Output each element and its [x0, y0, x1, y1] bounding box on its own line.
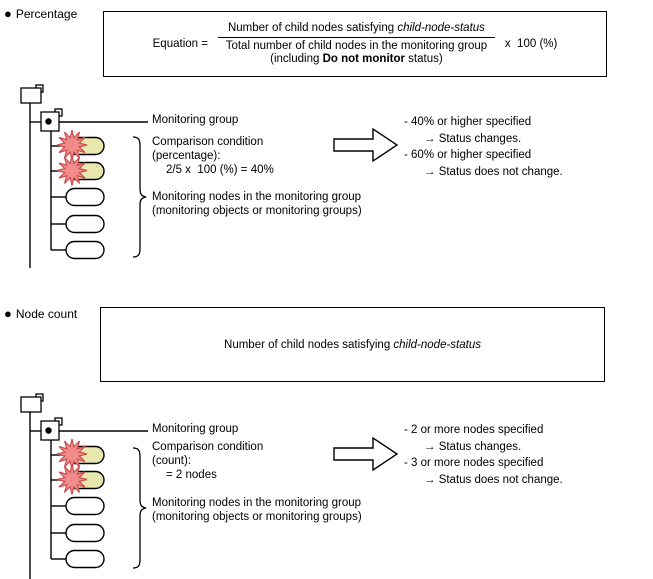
node-count-equation-text: Number of child nodes satisfying child-n…	[224, 339, 481, 351]
status-change-starburst-icon	[56, 154, 88, 187]
monitoring-nodes-line1: Monitoring nodes in the monitoring group	[152, 191, 362, 203]
block-arrow-icon	[333, 127, 399, 163]
comparison-condition-line3: = 2 nodes	[166, 469, 217, 481]
section-title-text: Percentage	[15, 7, 78, 21]
monitoring-group-icon	[40, 108, 63, 132]
denominator-pre: (including	[270, 53, 323, 65]
numerator-variable: child-node-status	[397, 21, 485, 34]
block-arrow-icon	[333, 436, 399, 472]
monitoring-nodes-line2: (monitoring objects or monitoring groups…	[152, 511, 362, 523]
denominator-bold: Do not monitor	[322, 53, 405, 65]
bullet-icon: ●	[4, 6, 12, 21]
denominator-line1: Total number of child nodes in the monit…	[225, 39, 488, 52]
root-node-icon	[20, 393, 44, 413]
fraction-numerator: Number of child nodes satisfying child-n…	[217, 21, 495, 38]
brace	[132, 136, 147, 258]
comparison-condition-line2: (percentage):	[152, 150, 221, 162]
node-count-results: - 2 or more nodes specified → Status cha…	[404, 422, 563, 488]
percentage-section-title: ●Percentage	[4, 6, 77, 21]
comparison-condition-label: Comparison condition (percentage): 2/5 x…	[152, 135, 274, 177]
result-case1: - 2 or more nodes specified	[404, 424, 544, 436]
node-count-section-title: ●Node count	[4, 306, 77, 321]
denominator-post: status)	[404, 53, 443, 65]
result-case2: - 3 or more nodes specified	[404, 457, 544, 469]
child-node-pill	[65, 240, 105, 260]
result-case2: - 60% or higher specified	[404, 149, 532, 161]
bullet-icon: ●	[4, 306, 12, 321]
equation-text: Number of child nodes satisfying	[224, 338, 394, 351]
monitoring-nodes-label: Monitoring nodes in the monitoring group…	[152, 190, 362, 218]
child-node-pill	[65, 549, 105, 569]
percentage-tree-diagram	[20, 84, 148, 268]
monitoring-group-icon	[40, 417, 63, 441]
percentage-equation-box: Equation = Number of child nodes satisfy…	[103, 11, 607, 77]
percentage-results: - 40% or higher specified → Status chang…	[404, 114, 563, 180]
result-case1: - 40% or higher specified	[404, 116, 532, 128]
tree-connector-lines	[29, 103, 148, 268]
equation-multiplier: x 100 (%)	[504, 38, 558, 50]
numerator-text: Number of child nodes satisfying	[227, 21, 398, 34]
equation-label: Equation =	[152, 38, 208, 50]
result-case1-outcome: → Status changes.	[424, 440, 522, 453]
comparison-condition-line1: Comparison condition	[152, 441, 264, 453]
monitoring-nodes-line1: Monitoring nodes in the monitoring group	[152, 497, 362, 509]
comparison-condition-label: Comparison condition (count): = 2 nodes	[152, 440, 263, 482]
result-case2-outcome: → Status does not change.	[424, 165, 563, 178]
monitoring-nodes-line2: (monitoring objects or monitoring groups…	[152, 205, 362, 217]
comparison-condition-line1: Comparison condition	[152, 136, 264, 148]
node-count-tree-diagram	[20, 393, 148, 579]
result-case1-outcome: → Status changes.	[424, 132, 522, 145]
comparison-condition-line3: 2/5 x 100 (%) = 40%	[166, 164, 274, 176]
child-node-pill	[65, 187, 105, 207]
status-change-starburst-icon	[56, 463, 88, 496]
root-node-icon	[20, 84, 44, 104]
fraction-denominator: Total number of child nodes in the monit…	[226, 38, 487, 67]
brace	[132, 447, 147, 569]
monitoring-group-label: Monitoring group	[152, 423, 239, 435]
equation-fraction: Number of child nodes satisfying child-n…	[217, 21, 495, 67]
monitoring-group-label: Monitoring group	[152, 114, 239, 126]
comparison-condition-line2: (count):	[152, 455, 191, 467]
node-count-equation-box: Number of child nodes satisfying child-n…	[100, 307, 605, 382]
child-node-pill	[65, 214, 105, 234]
equation-variable: child-node-status	[393, 338, 481, 351]
monitoring-nodes-label: Monitoring nodes in the monitoring group…	[152, 496, 362, 524]
child-node-pill	[65, 496, 105, 516]
section-title-text: Node count	[15, 307, 78, 321]
child-node-pill	[65, 523, 105, 543]
result-case2-outcome: → Status does not change.	[424, 473, 563, 486]
